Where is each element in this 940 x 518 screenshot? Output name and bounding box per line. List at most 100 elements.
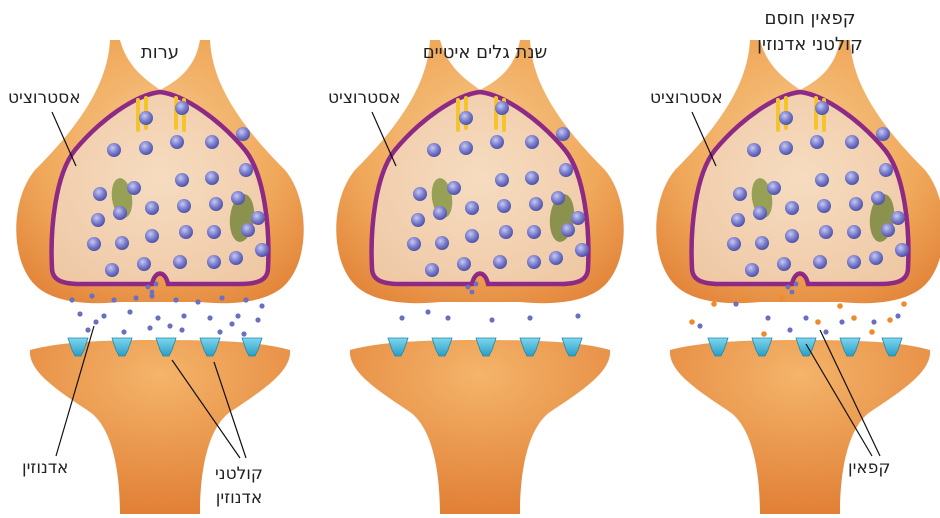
- vesicle: [459, 141, 473, 155]
- vesicle: [495, 173, 509, 187]
- caffeine-dot: [851, 315, 857, 321]
- vesicle: [427, 143, 441, 157]
- vesicle: [727, 237, 741, 251]
- adenosine-dot: [399, 315, 404, 320]
- vesicle: [819, 225, 833, 239]
- adenosine-dot: [155, 315, 160, 320]
- postsynaptic-neuron: [670, 340, 930, 514]
- adenosine-dot: [871, 319, 876, 324]
- adenosine-dot: [803, 315, 808, 320]
- vesicle: [561, 223, 575, 237]
- vesicle: [755, 236, 769, 250]
- vesicle: [779, 111, 793, 125]
- adenosine-dot: [146, 285, 151, 290]
- vesicle: [105, 263, 119, 277]
- vesicle: [465, 201, 479, 215]
- vesicle: [207, 255, 221, 269]
- vesicle: [785, 201, 799, 215]
- vesicle: [817, 199, 831, 213]
- vesicle: [810, 135, 824, 149]
- adenosine-dot: [445, 315, 450, 320]
- adenosine-dot: [697, 323, 702, 328]
- adenosine-dot: [181, 313, 186, 318]
- vesicle: [490, 135, 504, 149]
- adenosine-label: אדנוזין: [22, 458, 68, 478]
- panel-title-awake: ערות: [100, 42, 220, 64]
- adenosine-dot: [839, 319, 844, 324]
- caffeine-dot: [869, 329, 875, 335]
- vesicle: [525, 171, 539, 185]
- adenosine-dot: [77, 311, 82, 316]
- receptors-label: קולטני אדנוזין: [215, 462, 263, 510]
- vesicle: [895, 243, 909, 257]
- vesicle: [785, 229, 799, 243]
- vesicle: [207, 225, 221, 239]
- adenosine-dot: [85, 327, 90, 332]
- adenosine-dot: [765, 315, 770, 320]
- adenosine-dot: [255, 317, 260, 322]
- vesicle: [881, 223, 895, 237]
- vesicle: [815, 101, 829, 115]
- vesicle: [137, 257, 151, 271]
- vesicle: [236, 127, 250, 141]
- adenosine-dot: [474, 282, 479, 287]
- vesicle: [145, 229, 159, 243]
- adenosine-dot: [794, 282, 799, 287]
- vesicle: [175, 101, 189, 115]
- vesicle: [205, 135, 219, 149]
- caffeine-dot: [837, 303, 843, 309]
- adenosine-dot: [527, 315, 532, 320]
- vesicle: [239, 163, 253, 177]
- vesicle: [495, 101, 509, 115]
- panel-title-line: קולטני אדנוזין: [730, 32, 890, 58]
- astrocyte-label-caffeine: אסטרוציט: [650, 88, 723, 108]
- vesicle: [145, 201, 159, 215]
- adenosine-dot: [150, 290, 155, 295]
- panel-title-line: ערות: [100, 42, 220, 64]
- vesicle: [879, 163, 893, 177]
- adenosine-dot: [173, 297, 178, 302]
- vesicle: [869, 251, 883, 265]
- adenosine-dot: [93, 319, 98, 324]
- adenosine-dot: [243, 297, 248, 302]
- vesicle: [179, 225, 193, 239]
- vesicle: [113, 206, 127, 220]
- adenosine-dot: [229, 321, 234, 326]
- adenosine-dot: [121, 329, 126, 334]
- astrocyte-label-awake: אסטרוציט: [8, 88, 81, 108]
- adenosine-dot: [895, 313, 900, 318]
- postsynaptic-neuron: [350, 340, 610, 514]
- vesicle: [107, 143, 121, 157]
- adenosine-dot: [154, 282, 159, 287]
- vesicle: [847, 225, 861, 239]
- adenosine-dot: [111, 297, 116, 302]
- vesicle: [559, 163, 573, 177]
- caffeine-dot: [711, 301, 717, 307]
- vesicle: [209, 197, 223, 211]
- adenosine-dot: [147, 325, 152, 330]
- vesicle: [411, 213, 425, 227]
- vesicle: [549, 251, 563, 265]
- adenosine-dot: [235, 313, 240, 318]
- vesicle: [845, 135, 859, 149]
- adenosine-dot: [219, 295, 224, 300]
- vesicle: [435, 236, 449, 250]
- caffeine-dot: [779, 295, 785, 301]
- vesicle: [255, 243, 269, 257]
- vesicle: [170, 135, 184, 149]
- panel-title-sleep: שנת גלים איטיים: [395, 42, 575, 64]
- adenosine-dot: [489, 317, 494, 322]
- adenosine-dot: [786, 285, 791, 290]
- adenosine-dot: [470, 290, 475, 295]
- adenosine-dot: [133, 295, 138, 300]
- receptors-label-line: אדנוזין: [215, 486, 263, 510]
- vesicle: [251, 211, 265, 225]
- adenosine-dot: [101, 313, 106, 318]
- vesicle: [173, 255, 187, 269]
- vesicle: [849, 197, 863, 211]
- vesicle: [499, 225, 513, 239]
- vesicle: [87, 237, 101, 251]
- vesicle: [813, 255, 827, 269]
